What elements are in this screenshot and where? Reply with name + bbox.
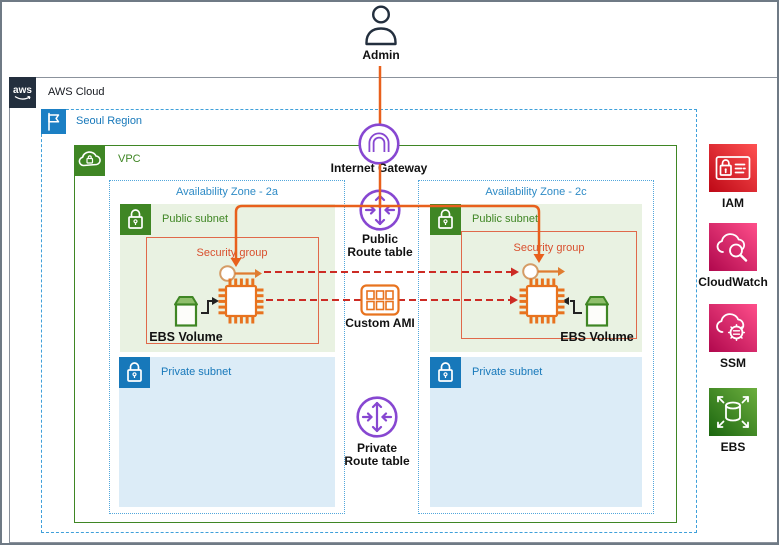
iam-label: IAM bbox=[722, 196, 744, 210]
region-flag-icon bbox=[41, 109, 66, 134]
public-subnet-2c-lock-icon bbox=[430, 204, 461, 235]
public-route-table-icon bbox=[358, 188, 402, 232]
ec2-instance-icon-2c bbox=[519, 278, 565, 324]
ebs-volume-2c-label: EBS Volume bbox=[560, 330, 634, 344]
public-route-table-label: Public Route table bbox=[347, 233, 412, 259]
admin-label: Admin bbox=[362, 48, 400, 62]
private-route-table-label: Private Route table bbox=[344, 442, 409, 468]
vpc-label: VPC bbox=[118, 153, 141, 165]
public-subnet-2a-lock-icon bbox=[120, 204, 151, 235]
ec2-instance-icon-2a bbox=[218, 278, 264, 324]
private-route-table-icon bbox=[355, 395, 399, 439]
aws-cloud-container bbox=[9, 77, 777, 543]
cloudwatch-label: CloudWatch bbox=[698, 275, 768, 289]
seoul-region-container bbox=[41, 109, 697, 533]
ebs-label: EBS bbox=[720, 440, 746, 454]
private-subnet-2c bbox=[430, 357, 642, 507]
internet-gateway-label: Internet Gateway bbox=[330, 161, 428, 175]
custom-ami-icon bbox=[360, 284, 400, 316]
az-2c-label: Availability Zone - 2c bbox=[485, 186, 587, 198]
private-subnet-2a-label: Private subnet bbox=[161, 366, 232, 378]
region-label: Seoul Region bbox=[76, 115, 143, 127]
aws-logo-icon: aws bbox=[9, 77, 36, 108]
internet-gateway-icon bbox=[357, 122, 401, 166]
ssm-label: SSM bbox=[719, 356, 747, 370]
custom-ami-label: Custom AMI bbox=[345, 316, 415, 330]
private-subnet-2a-lock-icon bbox=[119, 357, 150, 388]
security-group-2c-label: Security group bbox=[513, 242, 585, 254]
cloudwatch-icon bbox=[709, 223, 757, 271]
public-subnet-2a-label: Public subnet bbox=[162, 213, 229, 225]
instance-launch-icon-2a bbox=[218, 262, 264, 285]
ebs-icon bbox=[709, 388, 757, 436]
availability-zone-2a-container bbox=[109, 180, 345, 514]
ebs-volume-icon-2c bbox=[582, 293, 612, 328]
vpc-icon bbox=[74, 145, 105, 176]
iam-icon bbox=[709, 144, 757, 192]
public-subnet-2c-label: Public subnet bbox=[472, 213, 539, 225]
ssm-icon bbox=[709, 304, 757, 352]
aws-logo-text: aws bbox=[13, 85, 32, 96]
private-subnet-2c-label: Private subnet bbox=[472, 366, 543, 378]
public-route-table-label-line2: Route table bbox=[347, 245, 413, 259]
admin-user-icon bbox=[361, 4, 401, 46]
private-route-table-label-line1: Private bbox=[356, 441, 398, 455]
ebs-volume-2a-label: EBS Volume bbox=[149, 330, 223, 344]
availability-zone-2c-container bbox=[418, 180, 654, 514]
private-subnet-2c-lock-icon bbox=[430, 357, 461, 388]
private-subnet-2a bbox=[119, 357, 335, 507]
security-group-2a-label: Security group bbox=[196, 247, 268, 259]
private-route-table-label-line2: Route table bbox=[344, 454, 410, 468]
az-2a-label: Availability Zone - 2a bbox=[176, 186, 278, 198]
security-group-2c bbox=[461, 231, 637, 339]
aws-cloud-label: AWS Cloud bbox=[48, 86, 105, 98]
security-group-2a bbox=[146, 237, 319, 344]
ebs-volume-icon-2a bbox=[171, 293, 201, 328]
